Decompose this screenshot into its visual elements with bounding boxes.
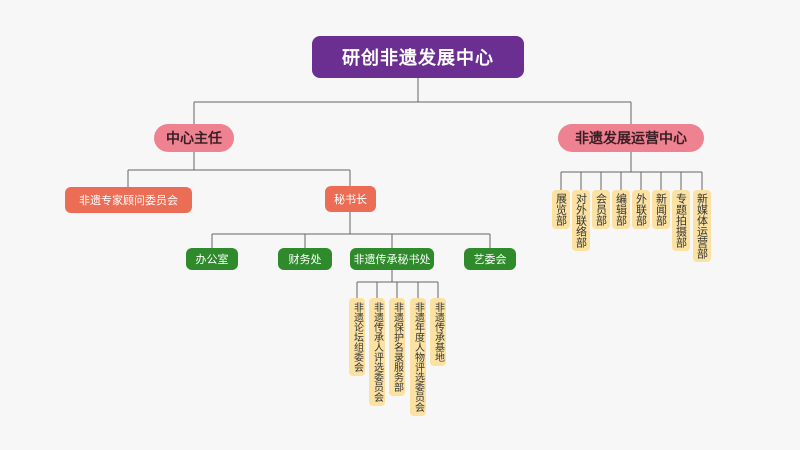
ops-department: 外联部 [632, 190, 650, 229]
finance-node: 财务处 [278, 248, 332, 270]
ops-department: 新媒体运营部 [693, 190, 711, 262]
secretariat-unit: 非遗年度人物评选委员会 [410, 298, 426, 416]
office-node: 办公室 [186, 248, 238, 270]
root-node: 研创非遗发展中心 [312, 36, 524, 78]
ops-department: 专题拍摄部 [672, 190, 690, 251]
director-node: 中心主任 [154, 124, 234, 152]
secretariat-unit: 非遗传承基地 [430, 298, 446, 366]
ops-department: 会员部 [592, 190, 610, 229]
ops-department: 编辑部 [612, 190, 630, 229]
secretariat-node: 非遗传承秘书处 [350, 248, 434, 270]
arts-committee-node: 艺委会 [464, 248, 516, 270]
secretariat-unit: 非遗保护名录服务部 [389, 298, 405, 396]
secretariat-unit: 非遗传承人评选委员会 [369, 298, 385, 406]
expert-committee-node: 非遗专家顾问委员会 [65, 187, 192, 213]
ops-department: 新闻部 [652, 190, 670, 229]
ops-department: 展览部 [552, 190, 570, 229]
secretariat-unit: 非遗论坛组委会 [349, 298, 365, 376]
secretary-general-node: 秘书长 [325, 186, 376, 212]
ops-department: 对外联络部 [572, 190, 590, 251]
ops-center-node: 非遗发展运营中心 [558, 124, 704, 152]
